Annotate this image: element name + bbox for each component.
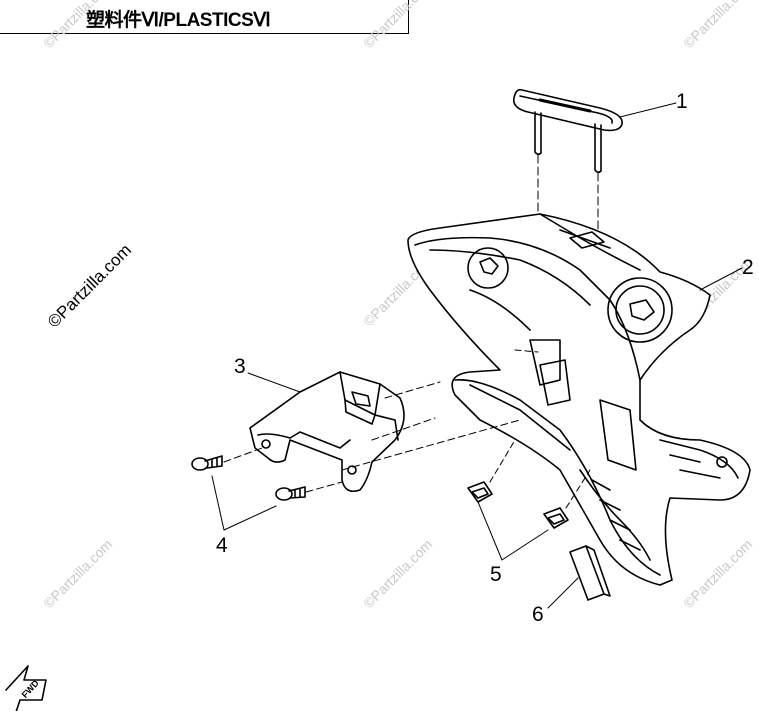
part-1-emblem-plate [512, 88, 623, 241]
callout-1: 1 [676, 90, 688, 113]
title-box: 塑料件Ⅵ/PLASTICSⅥ [0, 0, 409, 34]
leader-lines [211, 102, 743, 609]
callout-5: 5 [490, 563, 502, 586]
callout-3: 3 [234, 355, 246, 378]
callout-6: 6 [532, 603, 544, 626]
part-3-bracket [249, 371, 521, 493]
callout-2: 2 [742, 256, 754, 279]
part-2-license-plate-bracket [407, 213, 751, 586]
callout-4: 4 [216, 534, 228, 557]
fwd-arrow-icon [5, 665, 47, 711]
part-4-screws [191, 447, 343, 501]
part-6-pad [569, 545, 611, 601]
part-5-clips [467, 439, 591, 529]
page-title: 塑料件Ⅵ/PLASTICSⅥ [86, 10, 271, 31]
